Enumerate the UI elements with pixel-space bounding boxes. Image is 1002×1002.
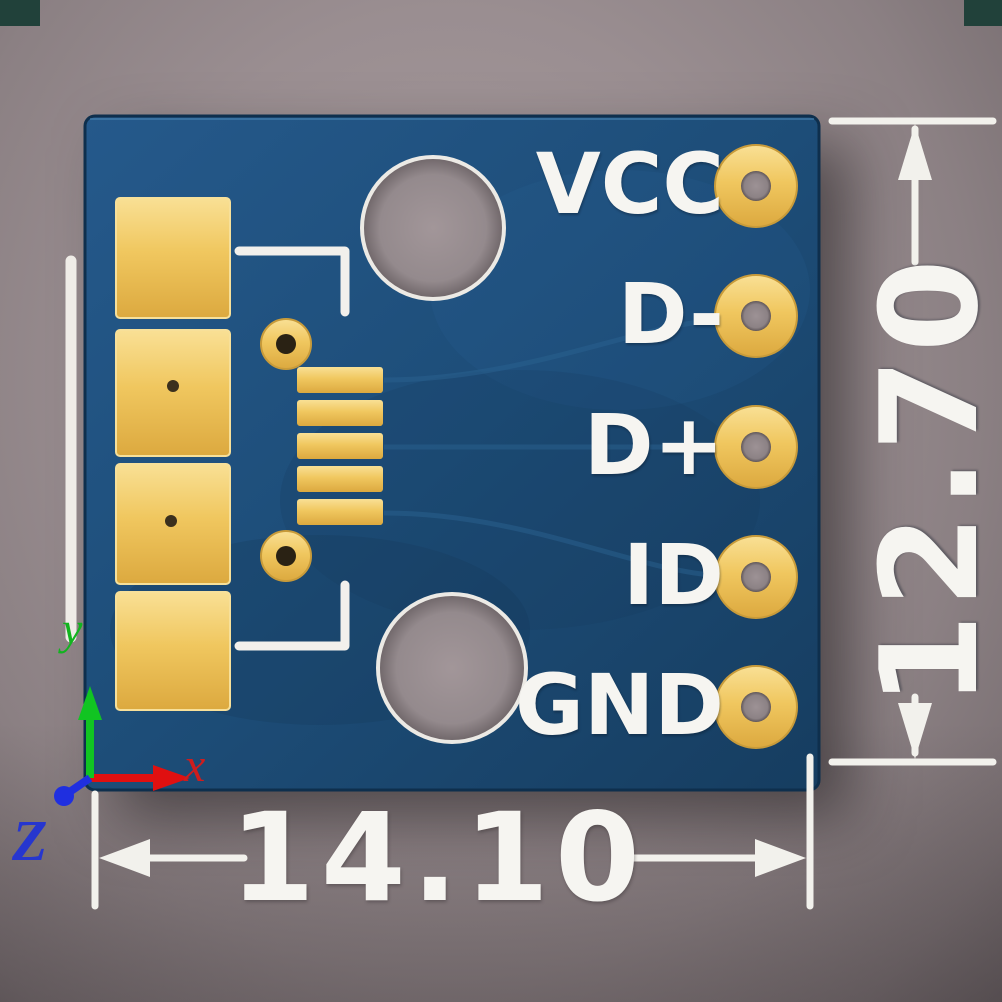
width-dimension — [91, 753, 814, 910]
pin-label-dminus: D- — [617, 265, 724, 363]
axis-triad — [54, 686, 190, 806]
anchor-via-bottom-hole — [276, 546, 296, 566]
pin-pad-dminus-hole — [741, 301, 771, 331]
width-arrow-left-icon — [99, 839, 150, 877]
photo-corner-artifact-left — [0, 0, 40, 26]
height-dimension — [828, 117, 997, 766]
usb-shield-pad-4 — [115, 591, 231, 711]
trace-id — [383, 510, 712, 578]
mounting-hole-top — [360, 155, 506, 301]
pin-pad-id-hole — [741, 562, 771, 592]
x-axis-label: x — [184, 739, 206, 792]
mounting-hole-bottom — [376, 592, 528, 744]
pin-label-gnd: GND — [515, 656, 724, 754]
height-dimension-value: 12.70 — [852, 253, 1002, 707]
anchor-via-top-hole — [276, 334, 296, 354]
usb-signal-pads — [297, 367, 383, 525]
pin-pad-gnd-hole — [741, 692, 771, 722]
usb-signal-pad — [297, 400, 383, 426]
z-axis-label: Z — [12, 808, 48, 873]
usb-shield-pad-1 — [115, 197, 231, 319]
height-arrow-down-icon — [898, 703, 932, 759]
silkscreen-outline-top — [234, 246, 350, 317]
pin-pads — [714, 144, 798, 749]
z-axis-dot-icon — [54, 786, 74, 806]
usb-signal-pad — [297, 367, 383, 393]
usb-shield-pad-2 — [115, 329, 231, 457]
y-axis-arrow-icon — [78, 686, 102, 720]
width-arrow-right-icon — [755, 839, 806, 877]
pcb-board — [83, 114, 821, 792]
z-axis-line — [68, 774, 93, 795]
usb-shield-pads — [115, 197, 231, 711]
pin-label-id: ID — [623, 526, 724, 624]
height-arrow-up-icon — [898, 124, 932, 180]
pin-pad-vcc — [714, 144, 798, 228]
silkscreen-outline-bottom — [234, 580, 350, 651]
width-dimension-value: 14.10 — [230, 787, 646, 929]
trace-dminus — [383, 317, 715, 383]
pin-label-dplus: D+ — [583, 396, 724, 494]
photo-corner-artifact-right — [964, 0, 1002, 26]
pin-pad-gnd — [714, 665, 798, 749]
pin-pad-dplus — [714, 405, 798, 489]
pin-pad-dminus — [714, 274, 798, 358]
board-texture-blob — [430, 170, 810, 410]
shield-pad-drill-dot — [165, 515, 177, 527]
usb-signal-pad — [297, 466, 383, 492]
board-texture-blob — [280, 370, 760, 630]
copper-traces — [383, 317, 715, 578]
y-axis-label: y — [62, 603, 83, 654]
pin-pad-id — [714, 535, 798, 619]
pin-pad-dplus-hole — [741, 432, 771, 462]
x-axis-arrow-icon — [153, 765, 190, 791]
pin-pad-vcc-hole — [741, 171, 771, 201]
silkscreen-connector-outline — [234, 246, 350, 651]
shield-pad-drill-dot — [167, 380, 179, 392]
usb-anchor-vias — [260, 318, 312, 582]
pin-label-vcc: VCC — [535, 135, 724, 233]
usb-signal-pad — [297, 499, 383, 525]
usb-signal-pad — [297, 433, 383, 459]
